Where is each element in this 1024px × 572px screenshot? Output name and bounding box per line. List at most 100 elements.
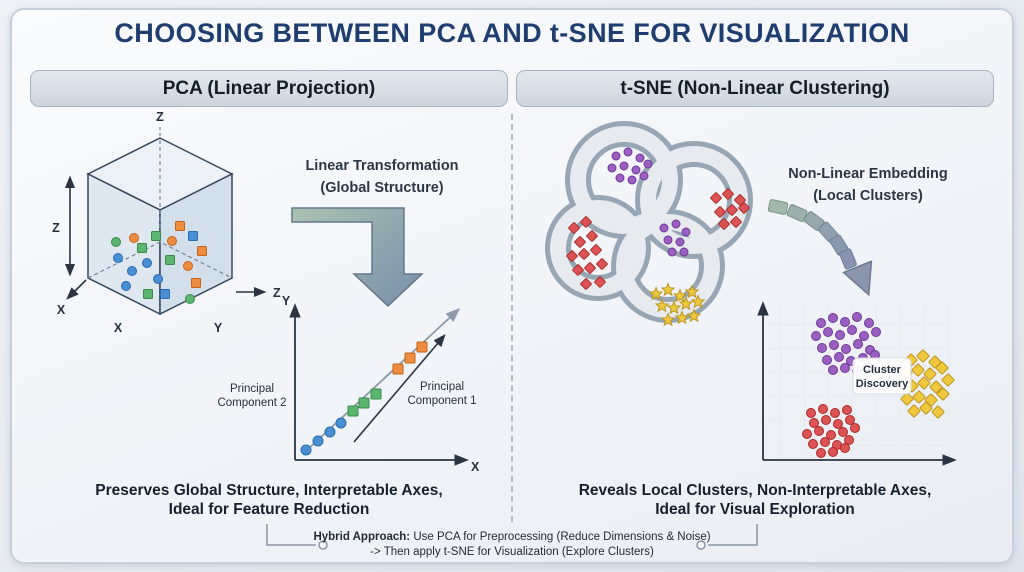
panel-header-tsne: t-SNE (Non-Linear Clustering) bbox=[516, 70, 994, 107]
scatter-point bbox=[566, 250, 578, 262]
projection-scatter-points bbox=[300, 341, 428, 456]
scatter-point bbox=[392, 363, 404, 375]
plot-x-label: X bbox=[471, 460, 480, 474]
projection-direction-arrow bbox=[306, 308, 461, 451]
pc2-label-line1: Principal bbox=[230, 383, 274, 395]
right-connector-dot bbox=[696, 540, 706, 550]
scatter-point bbox=[809, 418, 819, 428]
pca-diagram: Z Z X X Y Z Linear Transformation (Globa… bbox=[52, 110, 480, 474]
arrow-segment bbox=[839, 248, 857, 270]
footer-pca-line2: Ideal for Feature Reduction bbox=[168, 501, 370, 518]
arrow-segment bbox=[786, 203, 808, 223]
scatter-point bbox=[828, 447, 838, 457]
cube-axis-z-left: Z bbox=[52, 221, 60, 235]
scatter-point bbox=[852, 312, 862, 322]
scatter-point bbox=[811, 331, 821, 341]
pc1-label-line1: Principal bbox=[420, 381, 464, 393]
scatter-point bbox=[639, 171, 649, 181]
label-box bbox=[852, 357, 912, 395]
scatter-point bbox=[923, 367, 937, 381]
scatter-point bbox=[818, 404, 828, 414]
scatter-point bbox=[143, 289, 153, 299]
scatter-point bbox=[607, 163, 617, 173]
footer-tsne-line1: Reveals Local Clusters, Non-Interpretabl… bbox=[578, 482, 932, 499]
scatter-point bbox=[936, 387, 950, 401]
scatter-point bbox=[678, 296, 694, 311]
footer-pca-line1: Preserves Global Structure, Interpretabl… bbox=[95, 482, 443, 499]
hybrid-bold-label: Hybrid Approach: bbox=[313, 531, 411, 543]
scatter-point bbox=[931, 405, 945, 419]
scatter-point bbox=[835, 330, 845, 340]
hybrid-connectors bbox=[266, 524, 758, 550]
footer-tsne: Reveals Local Clusters, Non-Interpretabl… bbox=[516, 481, 994, 519]
scatter-point bbox=[197, 246, 207, 256]
cube-3d: Z Z X X Y Z bbox=[52, 110, 281, 335]
scatter-point bbox=[840, 443, 850, 453]
scatter-point bbox=[153, 274, 163, 284]
scatter-point bbox=[830, 408, 840, 418]
scatter-point bbox=[660, 282, 676, 297]
scatter-point bbox=[165, 255, 175, 265]
hybrid-note: Hybrid Approach: Use PCA for Preprocessi… bbox=[0, 530, 1024, 560]
scatter-point bbox=[627, 175, 637, 185]
scatter-point bbox=[844, 435, 854, 445]
transform-label-line1: Linear Transformation bbox=[305, 158, 458, 174]
tsne-diagram: Non-Linear Embedding (Local Clusters) Cl… bbox=[545, 121, 957, 466]
scatter-point bbox=[578, 248, 590, 260]
cube-hidden-edges bbox=[87, 138, 233, 279]
scatter-point bbox=[666, 300, 682, 315]
transform-label-line2: (Global Structure) bbox=[320, 180, 443, 196]
scatter-point bbox=[643, 159, 653, 169]
scatter-point bbox=[820, 437, 830, 447]
scatter-point bbox=[840, 317, 850, 327]
scatter-point bbox=[631, 165, 641, 175]
scatter-point bbox=[568, 222, 580, 234]
footer-tsne-line2: Ideal for Visual Exploration bbox=[655, 501, 855, 518]
scatter-point bbox=[833, 419, 843, 429]
scatter-point bbox=[183, 261, 193, 271]
scatter-point bbox=[917, 376, 931, 390]
scatter-point bbox=[590, 244, 602, 256]
scatter-point bbox=[580, 278, 592, 290]
x-corner-arrow bbox=[66, 279, 87, 300]
scatter-point bbox=[826, 430, 836, 440]
arrow-head bbox=[842, 260, 873, 297]
scatter-point bbox=[816, 318, 826, 328]
scatter-point bbox=[853, 339, 863, 349]
scatter-point bbox=[822, 355, 832, 365]
scatter-point bbox=[623, 147, 633, 157]
scatter-point bbox=[416, 341, 428, 353]
scatter-point bbox=[113, 253, 123, 263]
down-arrow-shape bbox=[291, 207, 424, 308]
scatter-point bbox=[710, 192, 722, 204]
scatter-point bbox=[730, 216, 742, 228]
scatter-point bbox=[675, 237, 685, 247]
scatter-point bbox=[679, 247, 689, 257]
tsne-2d-plot bbox=[757, 301, 957, 466]
hybrid-line1-rest: Use PCA for Preprocessing (Reduce Dimens… bbox=[410, 531, 711, 543]
scatter-point bbox=[912, 390, 926, 404]
scatter-point bbox=[335, 417, 347, 429]
scatter-point bbox=[404, 352, 416, 364]
scatter-point bbox=[659, 223, 669, 233]
scatter-point bbox=[802, 429, 812, 439]
scatter-point bbox=[596, 258, 608, 270]
scatter-point bbox=[814, 426, 824, 436]
scatter-point bbox=[842, 405, 852, 415]
scatter-point bbox=[324, 426, 336, 438]
cube-axis-x-corner: X bbox=[57, 303, 66, 317]
scatter-point bbox=[358, 397, 370, 409]
scatter-point bbox=[900, 392, 914, 406]
panel-header-pca: PCA (Linear Projection) bbox=[30, 70, 508, 107]
scatter-point bbox=[871, 327, 881, 337]
scatter-point bbox=[816, 448, 826, 458]
scatter-point bbox=[929, 380, 943, 394]
scatter-point bbox=[312, 435, 324, 447]
right-bracket bbox=[708, 524, 758, 546]
plot-y-label: Y bbox=[282, 294, 291, 308]
scatter-point bbox=[635, 153, 645, 163]
hybrid-line2: -> Then apply t-SNE for Visualization (E… bbox=[370, 546, 654, 558]
scatter-point bbox=[175, 221, 185, 231]
hybrid-line1: Hybrid Approach: Use PCA for Preprocessi… bbox=[0, 530, 1024, 545]
